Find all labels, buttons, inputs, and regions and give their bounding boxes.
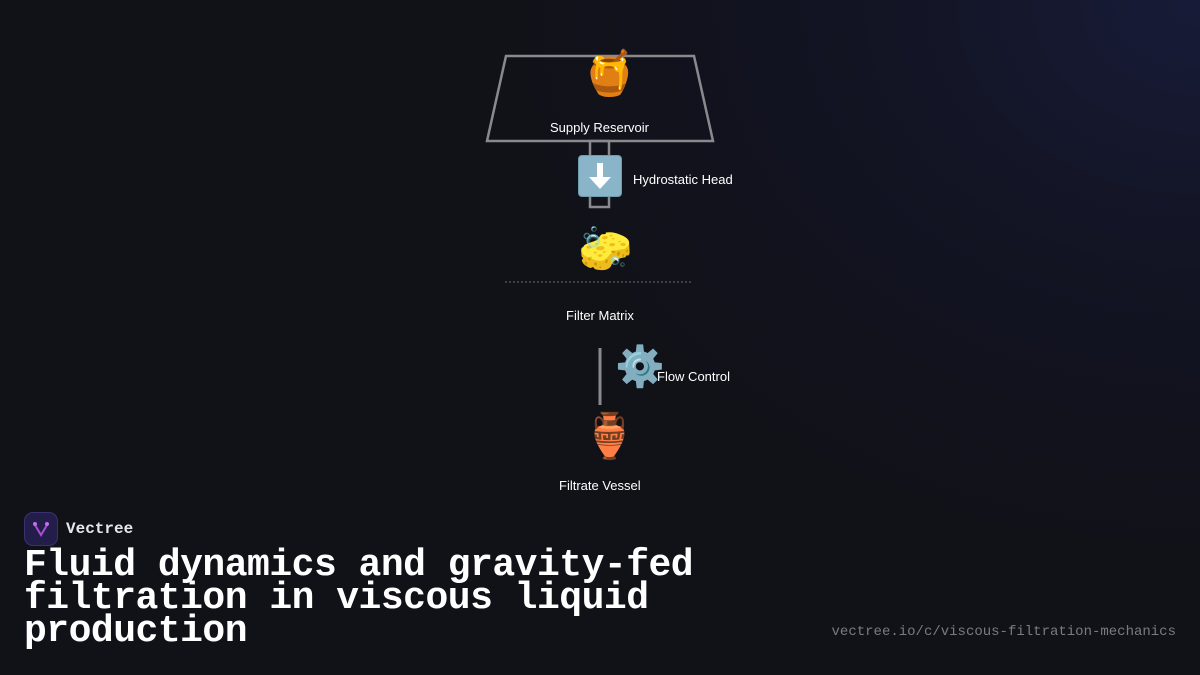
filter-matrix-label: Filter Matrix xyxy=(566,308,634,323)
filtrate-vessel-label: Filtrate Vessel xyxy=(559,478,641,493)
vectree-logo-icon xyxy=(24,512,58,546)
amphora-icon: 🏺 xyxy=(582,411,637,462)
sponge-icon: 🧽 xyxy=(578,224,633,275)
gear-icon: ⚙️ xyxy=(615,344,665,390)
brand: Vectree xyxy=(24,512,133,546)
hydrostatic-head-label: Hydrostatic Head xyxy=(633,172,733,187)
source-url[interactable]: vectree.io/c/viscous-filtration-mechanic… xyxy=(831,624,1176,640)
flow-control-label: Flow Control xyxy=(657,369,730,384)
brand-name: Vectree xyxy=(66,520,134,538)
honey-pot-icon: 🍯 xyxy=(582,48,637,99)
supply-reservoir-label: Supply Reservoir xyxy=(550,120,649,135)
page-title: Fluid dynamics and gravity-fed filtratio… xyxy=(24,544,694,653)
down-arrow-icon xyxy=(578,155,622,197)
reservoir-outline xyxy=(485,54,715,143)
